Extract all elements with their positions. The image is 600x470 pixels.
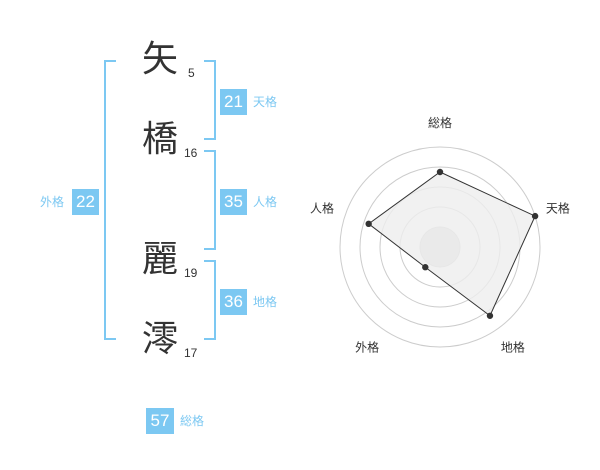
- name-char-1: 矢: [142, 39, 179, 80]
- jinkaku-bracket: [204, 150, 216, 250]
- radar-point-3: [486, 312, 494, 319]
- stroke-count-3: 19: [184, 266, 198, 280]
- soukaku-score: 57: [146, 408, 174, 434]
- radar-points: [365, 168, 539, 319]
- radar-point-1: [436, 168, 444, 176]
- radar-axis-label-3: 地格: [501, 339, 525, 354]
- tenkaku-label: 天格: [253, 95, 278, 109]
- stroke-count-1: 5: [188, 66, 195, 80]
- chikaku-score: 36: [220, 289, 247, 315]
- radar-axis-label-5: 人格: [310, 201, 334, 216]
- radar-point-5: [365, 220, 372, 228]
- radar-point-4: [422, 264, 429, 271]
- gaikaku-score: 22: [72, 189, 99, 215]
- tenkaku-score: 21: [220, 89, 247, 115]
- jinkaku-label: 人格: [253, 195, 278, 209]
- name-char-4: 澪: [142, 319, 179, 360]
- radar-axis-label-2: 天格: [546, 201, 570, 216]
- chikaku-label: 地格: [253, 295, 278, 309]
- gaikaku-label: 外格: [40, 195, 65, 209]
- name-char-3: 麗: [142, 239, 179, 280]
- stroke-count-2: 16: [184, 146, 198, 160]
- soukaku-label: 総格: [180, 414, 205, 428]
- jinkaku-score: 35: [220, 189, 247, 215]
- gaikaku-bracket: [104, 60, 116, 340]
- radar-point-2: [531, 212, 539, 220]
- chikaku-bracket: [204, 260, 216, 340]
- radar-ring: [339, 146, 541, 348]
- stroke-count-4: 17: [184, 346, 198, 360]
- name-char-2: 橋: [142, 119, 179, 160]
- radar-axis-label-4: 外格: [355, 339, 379, 354]
- tenkaku-bracket: [204, 60, 216, 140]
- radar-polygon: [367, 171, 536, 317]
- radar-axis-label-1: 総格: [428, 115, 452, 130]
